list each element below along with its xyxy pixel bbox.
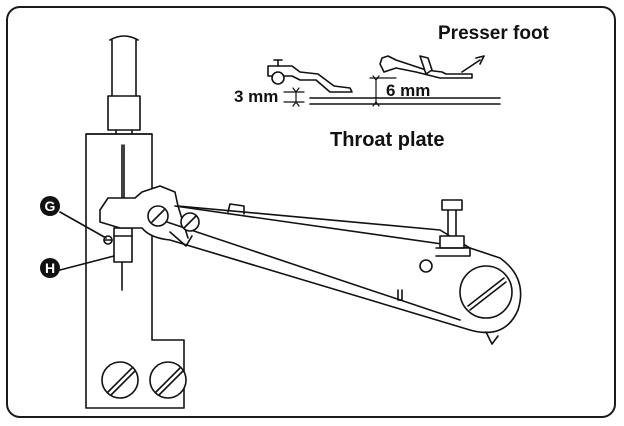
throat-plate-label: Throat plate: [330, 129, 445, 151]
gap-large-label: 6 mm: [386, 81, 431, 100]
dimension-3mm: [283, 87, 305, 107]
dimension-6mm: [369, 75, 397, 107]
bracket-screw-right: [149, 361, 187, 399]
gap-small-label: 3 mm: [234, 87, 279, 106]
marker-g: G: [40, 196, 60, 216]
lever-hole: [419, 259, 433, 273]
pivot-screw-left: [147, 205, 200, 232]
leader-line-g: [59, 211, 107, 239]
presser-foot-large: [379, 55, 485, 79]
adjustment-screw: [435, 199, 471, 257]
marker-h: H: [40, 258, 60, 278]
leader-line-h: [59, 255, 115, 271]
presser-foot-small: [267, 59, 353, 93]
throat-plate: [309, 97, 501, 105]
bracket-screw-left: [101, 361, 139, 399]
presser-foot-label: Presser foot: [438, 23, 549, 44]
lever-arm: [99, 185, 522, 334]
needle-bar: [107, 35, 141, 146]
pivot-screw-right: [459, 265, 513, 345]
